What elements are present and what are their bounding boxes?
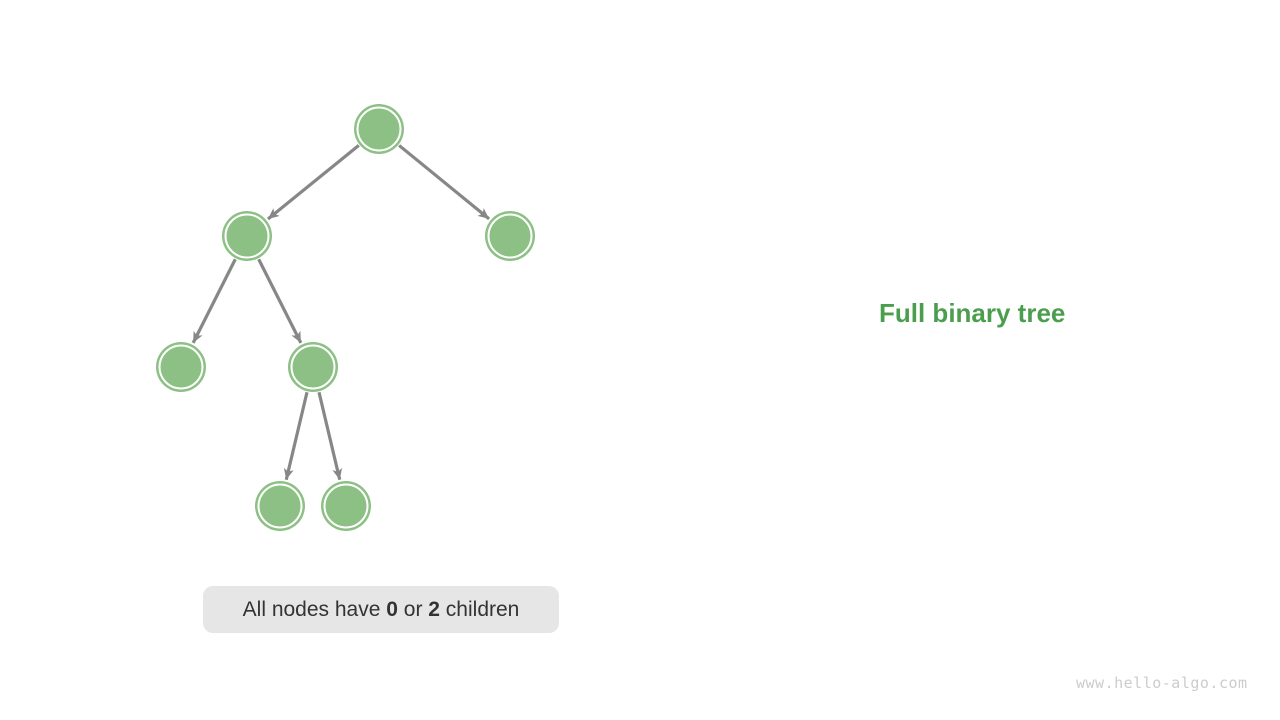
tree-node-left-left — [156, 342, 206, 392]
caption-box: All nodes have 0 or 2 children — [203, 586, 559, 633]
caption-text: All nodes have 0 or 2 children — [242, 597, 520, 621]
tree-node-lr-left — [255, 481, 305, 531]
tree-edge-left-right-to-lr-left — [283, 391, 309, 481]
tree-edge-root-to-left — [266, 144, 360, 221]
tree-edge-root-to-right — [398, 144, 491, 221]
tree-node-left-right — [288, 342, 338, 392]
tree-node-lr-right — [321, 481, 371, 531]
watermark-text: www.hello-algo.com — [1076, 674, 1248, 692]
tree-edge-left-to-left-right — [257, 258, 303, 344]
tree-edge-left-right-to-lr-right — [317, 391, 343, 481]
binary-tree-diagram — [156, 104, 535, 531]
diagram-title: Full binary tree — [879, 298, 1066, 328]
tree-node-left — [222, 211, 272, 261]
tree-node-right — [485, 211, 535, 261]
tree-node-root — [354, 104, 404, 154]
tree-edge-left-to-left-left — [191, 258, 237, 344]
